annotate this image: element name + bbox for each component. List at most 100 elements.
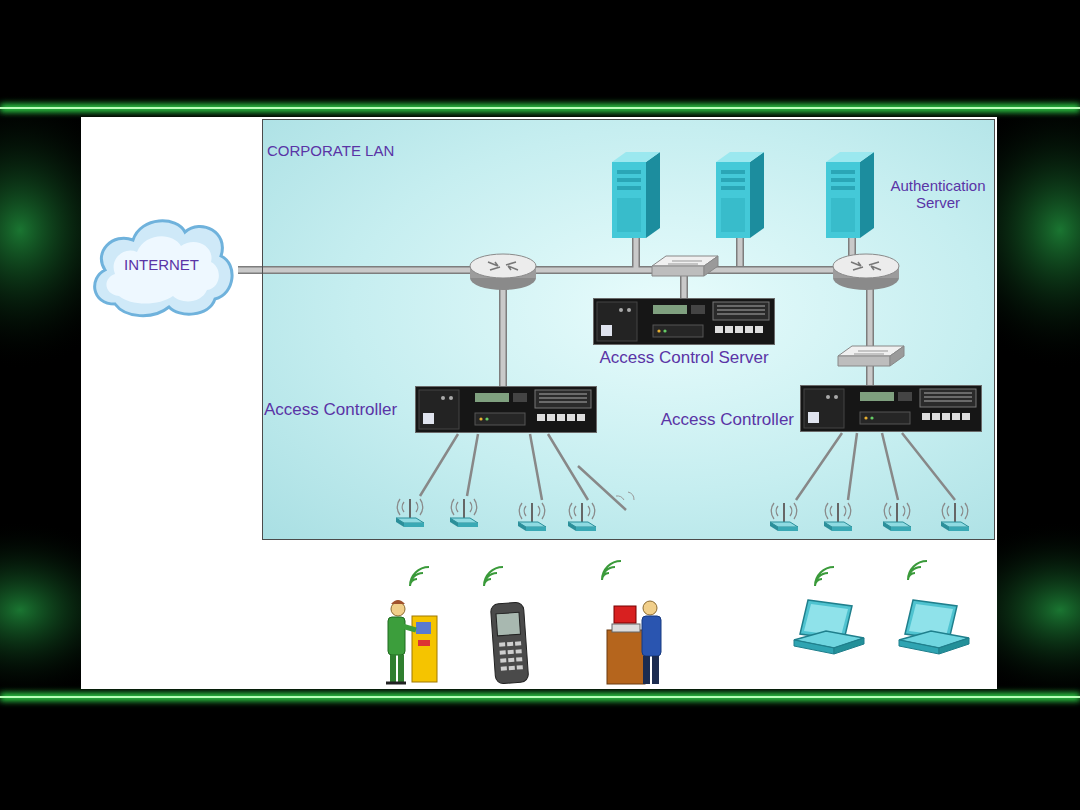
- router: [488, 262, 518, 270]
- mobile-phone: [508, 658, 514, 662]
- rack-appliance: [594, 299, 775, 345]
- device-label: Access Controller: [264, 400, 397, 420]
- access-point: [518, 503, 546, 531]
- switch: [838, 346, 904, 366]
- lan-region: Authentication ServerAccess Control Serv…: [262, 119, 995, 540]
- switch: [704, 256, 718, 276]
- desk-user: [607, 601, 661, 684]
- desk-user: [652, 656, 659, 684]
- device-label: INTERNET: [124, 256, 199, 273]
- rack-appliance: [801, 386, 982, 432]
- server-tower: [612, 152, 660, 238]
- access-control-server: Access Control Server: [593, 298, 775, 368]
- desk-user: [612, 624, 640, 632]
- kiosk-user: [412, 616, 437, 682]
- wireless-signal: [815, 567, 834, 586]
- mobile-phone: [500, 650, 506, 654]
- wireless-signal: [410, 567, 429, 586]
- mobile-phone: [509, 666, 515, 670]
- mobile-phone: [496, 612, 520, 636]
- router: [851, 262, 881, 270]
- ap-cable: [420, 434, 626, 510]
- laptop: [899, 600, 969, 654]
- switch: [854, 351, 888, 354]
- kiosk-user: [391, 600, 405, 604]
- mobile-phone: [507, 642, 513, 646]
- internet-cloud: INTERNET: [85, 208, 238, 322]
- switch: [838, 356, 890, 366]
- device-label: Authentication Server: [884, 177, 992, 212]
- kiosk-user: [416, 622, 431, 634]
- mobile-phone: [490, 602, 529, 684]
- access-point: [616, 492, 634, 500]
- server-tower: [826, 152, 874, 238]
- desk-user: [643, 601, 657, 615]
- kiosk-user: [398, 655, 404, 682]
- wireless-signal: [602, 561, 621, 580]
- mobile-phone: [517, 665, 523, 669]
- white-panel: [81, 117, 997, 689]
- link-pipe: [238, 270, 503, 386]
- region-label: CORPORATE LAN: [267, 142, 990, 159]
- access-point: [824, 503, 852, 531]
- access-point: [941, 503, 969, 531]
- router: [470, 254, 536, 278]
- router: [470, 254, 536, 290]
- access-point: [568, 503, 596, 531]
- wireless-signal: [484, 567, 503, 586]
- ap-cable: [796, 433, 955, 500]
- rack-appliance: [800, 385, 982, 432]
- mobile-phone: [516, 657, 522, 661]
- kiosk-user: [386, 600, 437, 683]
- link-outline: [238, 270, 503, 386]
- desk-user: [614, 606, 636, 623]
- kiosk-user: [388, 617, 405, 655]
- access-point: [770, 503, 798, 531]
- device-label: Access Controller: [661, 410, 794, 432]
- rack-appliance: [416, 387, 597, 433]
- desk-user: [643, 656, 650, 684]
- laptop: [794, 600, 864, 654]
- desk-user: [642, 616, 661, 656]
- kiosk-user: [386, 682, 406, 685]
- wireless-signal: [410, 561, 927, 586]
- access-point: [883, 503, 911, 531]
- device-label: Access Control Server: [599, 348, 768, 368]
- network-link: [238, 270, 503, 386]
- authentication-server: Authentication Server: [826, 150, 992, 238]
- mobile-phone: [500, 658, 506, 662]
- glow-bar: [0, 104, 1080, 112]
- glow-bar: [0, 693, 1080, 701]
- mobile-phone: [515, 641, 521, 645]
- switch: [668, 261, 702, 264]
- mobile-phone: [490, 602, 529, 684]
- access-controller: Access Controller: [264, 386, 597, 433]
- switch: [652, 256, 718, 276]
- access-point: [450, 499, 478, 527]
- server-tower: [826, 150, 876, 238]
- access-point: [396, 499, 424, 527]
- kiosk-user: [402, 626, 416, 630]
- switch: [652, 266, 704, 276]
- link-outline: [684, 238, 852, 298]
- mobile-phone: [516, 649, 522, 653]
- router: [833, 254, 899, 278]
- network-link: [684, 238, 852, 298]
- mobile-phone: [508, 650, 514, 654]
- router: [833, 254, 899, 290]
- rack-appliance: [415, 386, 597, 433]
- mobile-phone: [499, 641, 523, 670]
- switch: [890, 346, 904, 366]
- wireless-signal: [908, 561, 927, 580]
- kiosk-user: [391, 602, 405, 616]
- server-tower: [716, 152, 764, 238]
- access-point: [396, 492, 969, 531]
- mobile-phone: [501, 666, 507, 670]
- glow-bar: [0, 107, 1080, 109]
- mobile-phone: [499, 642, 505, 646]
- glow-bar: [0, 696, 1080, 698]
- cloud-shape: [95, 221, 232, 316]
- link-pipe: [684, 238, 852, 298]
